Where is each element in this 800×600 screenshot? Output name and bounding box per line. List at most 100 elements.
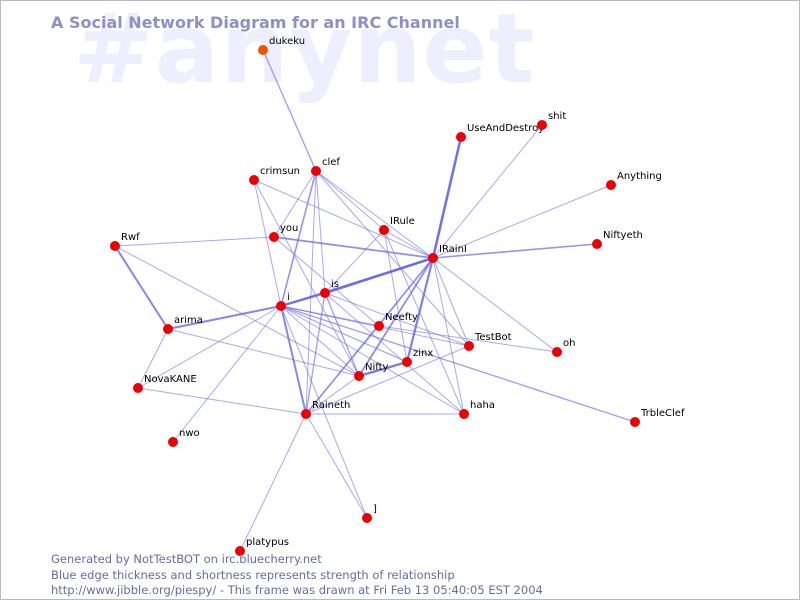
node-label-useanddestroy: UseAndDestroy [467,123,544,134]
node-bracket: ] [362,504,377,523]
node-dot-zinx [402,357,412,367]
edge-rwf-arima [114,245,169,330]
edge-i-zinx [280,305,408,363]
node-label-iraini: IRainI [439,244,467,255]
edge-i-haha [280,305,465,415]
node-label-nwo: nwo [179,428,200,439]
node-you: you [269,223,298,242]
edge-novakane-raineth [137,387,307,415]
edge-crimsun-i [253,179,282,307]
node-label-bracket: ] [373,504,377,515]
edge-i-nifty [280,305,360,377]
node-label-nifty: Nifty [365,362,389,373]
edge-crimsun-iraini [253,179,434,259]
node-dukeku: dukeku [258,36,305,55]
node-dot-iraini [428,253,438,263]
node-dot-clef [311,166,321,176]
node-niftyeth: Niftyeth [592,230,643,249]
node-dot-nifty [354,371,364,381]
node-dot-oh [552,347,562,357]
node-dot-bracket [362,513,372,523]
edge-is-nifty [324,292,360,377]
node-useanddestroy: UseAndDestroy [456,123,544,142]
node-label-is: is [331,279,339,290]
edge-dukeku-clef [262,49,317,172]
node-shit: shit [537,111,566,130]
node-raineth: Raineth [301,400,350,419]
node-label-zinx: zinx [413,348,433,359]
node-dot-shit [537,120,547,130]
edge-i-arima [167,305,282,330]
edge-iraini-testbot [432,257,470,347]
node-label-anything: Anything [617,171,662,182]
node-label-platypus: platypus [246,537,289,548]
node-label-raineth: Raineth [312,400,350,411]
edge-useanddestroy-iraini [431,135,463,260]
node-iraini: IRainI [428,244,467,263]
edge-neefty-oh [378,325,558,353]
edge-is-haha [324,292,465,415]
edge-zinx-nifty [357,360,409,378]
node-label-crimsun: crimsun [260,166,300,177]
edge-i-nwo [172,305,282,443]
footer-legend-note: Blue edge thickness and shortness repres… [51,567,455,582]
node-label-neefty: Neefty [385,312,418,323]
edge-clef-is [315,170,326,294]
node-label-irule: IRule [390,216,415,227]
edge-clef-iraini [315,170,434,259]
edge-rwf-nifty [114,245,360,377]
node-label-trbleclef: TrbleClef [640,408,685,419]
node-label-testbot: TestBot [474,332,512,343]
edge-anything-iraini [432,184,612,259]
edge-clef-i [280,170,317,307]
node-dot-useanddestroy [456,132,466,142]
node-dot-haha [459,409,469,419]
edge-shit-iraini [432,124,543,259]
edge-irule-zinx [383,229,408,363]
node-testbot: TestBot [464,332,512,351]
node-dot-novakane [133,383,143,393]
edge-irule-haha [383,229,465,415]
node-label-niftyeth: Niftyeth [603,230,643,241]
edge-you-iraini [273,236,434,259]
node-dot-dukeku [258,45,268,55]
node-dot-rwf [110,241,120,251]
node-label-you: you [280,223,298,234]
node-dot-irule [379,225,389,235]
edge-you-neefty [273,236,380,327]
node-dot-nwo [168,437,178,447]
node-platypus: platypus [235,537,289,556]
edge-is-testbot [324,292,470,347]
node-dot-raineth [301,409,311,419]
node-haha: haha [459,400,495,419]
node-dot-anything [606,180,616,190]
node-anything: Anything [606,171,662,190]
footer-generated-by: Generated by NotTestBOT on irc.bluecherr… [51,552,322,566]
node-trbleclef: TrbleClef [630,408,685,427]
node-dot-platypus [235,546,245,556]
edge-i-trbleclef [280,305,636,423]
node-is: is [320,279,339,298]
node-label-oh: oh [563,338,575,349]
edge-iraini-zinx [405,256,435,364]
edge-is-raineth [305,292,326,415]
edge-raineth-testbot [305,345,470,415]
edge-crimsun-nifty [253,179,360,377]
edge-irule-is [324,229,385,294]
edge-rwf-you [114,236,275,247]
edge-raineth-platypus [239,413,307,552]
node-rwf: Rwf [110,232,140,251]
edge-clef-raineth [305,170,317,415]
node-label-dukeku: dukeku [269,36,305,47]
edge-i-is [279,291,327,308]
nodes-layer: dukekuUseAndDestroyshitcrimsunclefAnythi… [110,36,685,556]
node-label-shit: shit [548,111,566,122]
node-crimsun: crimsun [249,166,300,185]
channel-watermark: #anynet [73,0,536,105]
edge-i-novakane [137,305,282,389]
node-nwo: nwo [168,428,200,447]
edges-layer [114,49,636,552]
edge-raineth-bracket [305,413,368,519]
footer-url-timestamp: http://www.jibble.org/piespy/ - This fra… [51,583,543,597]
